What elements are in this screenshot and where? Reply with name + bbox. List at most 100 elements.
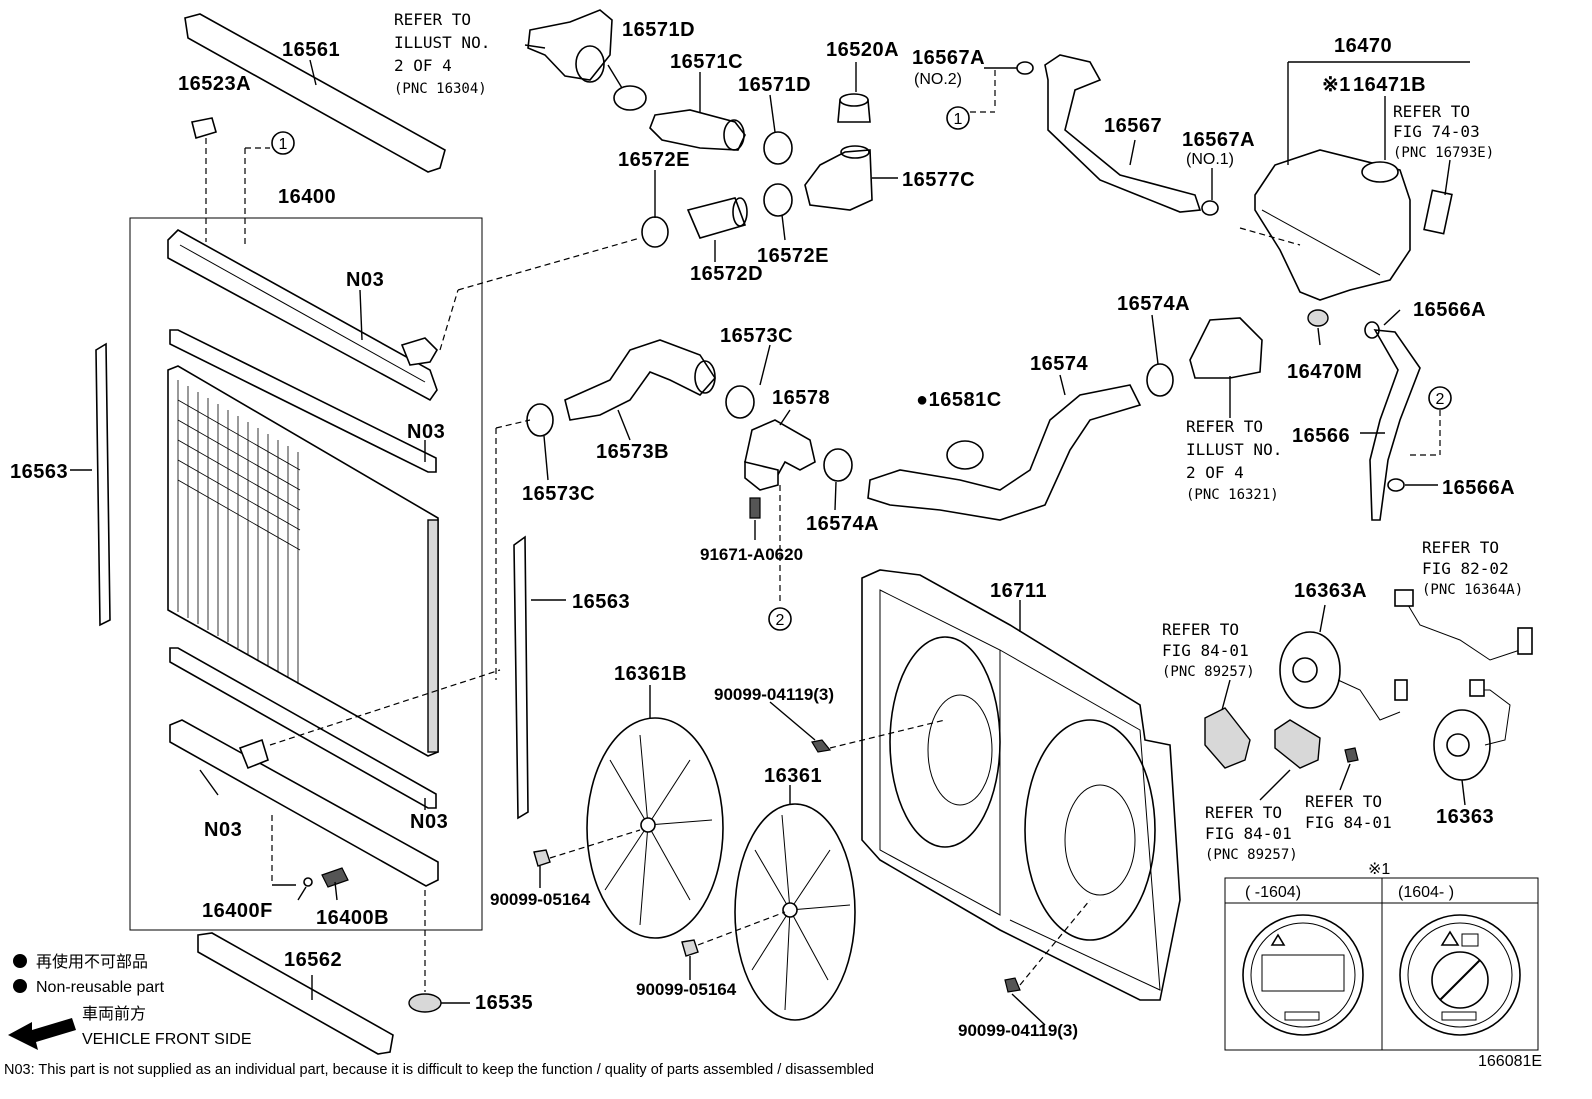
- label-16572E-a: 16572E: [618, 149, 690, 171]
- label-16566A-b: 16566A: [1442, 477, 1515, 499]
- label-16567A-no1: 16567A: [1182, 129, 1255, 151]
- clamp-16571D-b: [763, 131, 793, 165]
- cap-label-after: [1399, 914, 1521, 1036]
- label-16361: 16361: [764, 765, 822, 787]
- label-16470M: 16470M: [1287, 361, 1362, 383]
- water-inlet: [1189, 317, 1263, 379]
- callout-2-a: [768, 607, 792, 631]
- fan-blades-b: [751, 814, 851, 1011]
- inset-mark: ※1: [1368, 861, 1390, 878]
- clip-16581C: [946, 440, 984, 470]
- callout-1-b: [946, 106, 970, 130]
- legend-jp: 再使用不可部品: [36, 953, 148, 971]
- label-16400: 16400: [278, 186, 336, 208]
- hose-16566: [1369, 329, 1421, 521]
- label-16363A: 16363A: [1294, 580, 1367, 602]
- label-90099-05164-b: 90099-05164: [636, 980, 737, 999]
- svg-text:(PNC 16321): (PNC 16321): [1186, 487, 1279, 503]
- bullet-icon: [13, 954, 27, 968]
- hose-16567: [1044, 54, 1202, 213]
- drain-cock: [321, 867, 349, 888]
- label-16523A: 16523A: [178, 73, 251, 95]
- label-n03-d: N03: [410, 811, 448, 833]
- reservoir-tank: [1254, 149, 1411, 301]
- label-16361B: 16361B: [614, 663, 687, 685]
- callout-1-a: [271, 131, 295, 155]
- clamp-16573C-b: [526, 403, 554, 437]
- ref-block-16364A: REFER TO FIG 82-02 (PNC 16364A): [1422, 538, 1523, 598]
- hose-16572D: [686, 197, 747, 239]
- label-note-mark: ※1: [1322, 74, 1351, 96]
- filler-neck: [804, 149, 873, 211]
- radiator-core: [167, 365, 439, 757]
- svg-text:FIG 84-01: FIG 84-01: [1305, 813, 1392, 832]
- label-16571C: 16571C: [670, 51, 743, 73]
- shroud-ring-left: [889, 636, 1001, 848]
- relay-a: [1204, 707, 1251, 769]
- label-91671-A0620: 91671-A0620: [700, 545, 803, 564]
- label-16571D-b: 16571D: [738, 74, 811, 96]
- label-16566A-a: 16566A: [1413, 299, 1486, 321]
- upper-hose-16571C: [649, 109, 746, 151]
- label-16563-left: 16563: [10, 461, 68, 483]
- svg-text:(PNC 89257): (PNC 89257): [1162, 664, 1255, 680]
- svg-text:REFER TO: REFER TO: [1422, 538, 1499, 557]
- label-16572D: 16572D: [690, 263, 763, 285]
- svg-text:2 OF 4: 2 OF 4: [394, 56, 452, 75]
- svg-text:FIG 74-03: FIG 74-03: [1393, 122, 1480, 141]
- ref-block-89257-b: REFER TO FIG 84-01 (PNC 89257): [1205, 803, 1298, 863]
- relay-b: [1274, 719, 1321, 769]
- bottom-seal-strip: [169, 647, 437, 809]
- label-16574A-b: 16574A: [806, 513, 879, 535]
- svg-text:REFER TO: REFER TO: [1186, 417, 1263, 436]
- svg-text:(PNC 16793E): (PNC 16793E): [1393, 145, 1494, 161]
- motor-16363: [1433, 709, 1491, 781]
- clamp-16566A-a: [1364, 321, 1380, 339]
- label-no2: (NO.2): [914, 71, 962, 88]
- clamp-16567A-no1: [1201, 200, 1219, 216]
- svg-text:ILLUST NO.: ILLUST NO.: [394, 33, 490, 52]
- svg-text:FIG 84-01: FIG 84-01: [1162, 641, 1249, 660]
- label-16574: 16574: [1030, 353, 1088, 375]
- ref-block-89257-a: REFER TO FIG 84-01 (PNC 89257): [1162, 620, 1255, 680]
- lower-support-strip: [197, 932, 394, 1055]
- label-16363: 16363: [1436, 806, 1494, 828]
- svg-text:REFER TO: REFER TO: [1162, 620, 1239, 639]
- fan-16361: [734, 803, 856, 1021]
- label-16567A-no2: 16567A: [912, 47, 985, 69]
- figure-id: 166081E: [1478, 1053, 1542, 1070]
- callout-2-a-text: 2: [776, 612, 785, 629]
- front-arrow-icon: [8, 1018, 76, 1050]
- grommet-16470M: [1307, 309, 1329, 327]
- label-16562: 16562: [284, 949, 342, 971]
- callout-2-b: [1428, 386, 1452, 410]
- callout-1-b-text: 1: [954, 111, 963, 128]
- label-16520A: 16520A: [826, 39, 899, 61]
- core-fins: [177, 380, 301, 684]
- label-16578: 16578: [772, 387, 830, 409]
- front-label-jp: 車両前方: [82, 1005, 146, 1023]
- front-label-en: VEHICLE FRONT SIDE: [82, 1031, 252, 1048]
- svg-text:FIG 82-02: FIG 82-02: [1422, 559, 1509, 578]
- label-n03-b: N03: [407, 421, 445, 443]
- ref-block-8401: REFER TO FIG 84-01: [1305, 792, 1392, 832]
- side-seal-mid: [513, 535, 529, 820]
- label-16535: 16535: [475, 992, 533, 1014]
- bullet-icon: [13, 979, 27, 993]
- upper-support-strip: [184, 13, 446, 173]
- clamp-16574A-a: [1146, 363, 1174, 397]
- n03-note: N03: This part is not supplied as an ind…: [4, 1062, 874, 1078]
- inset-col-right: (1604- ): [1398, 884, 1454, 901]
- svg-text:2 OF 4: 2 OF 4: [1186, 463, 1244, 482]
- pipe-bracket: [744, 460, 779, 491]
- svg-text:REFER TO: REFER TO: [1205, 803, 1282, 822]
- label-16572E-b: 16572E: [757, 245, 829, 267]
- label-16567: 16567: [1104, 115, 1162, 137]
- label-90099-04119-a: 90099-04119(3): [714, 685, 834, 704]
- svg-text:REFER TO: REFER TO: [394, 10, 471, 29]
- clamp-16571D-a: [613, 85, 647, 111]
- fan-16361B: [586, 717, 724, 939]
- fan-blades-a: [604, 734, 713, 926]
- shroud-ring-right: [1024, 719, 1156, 941]
- wire-harness: [1407, 604, 1521, 661]
